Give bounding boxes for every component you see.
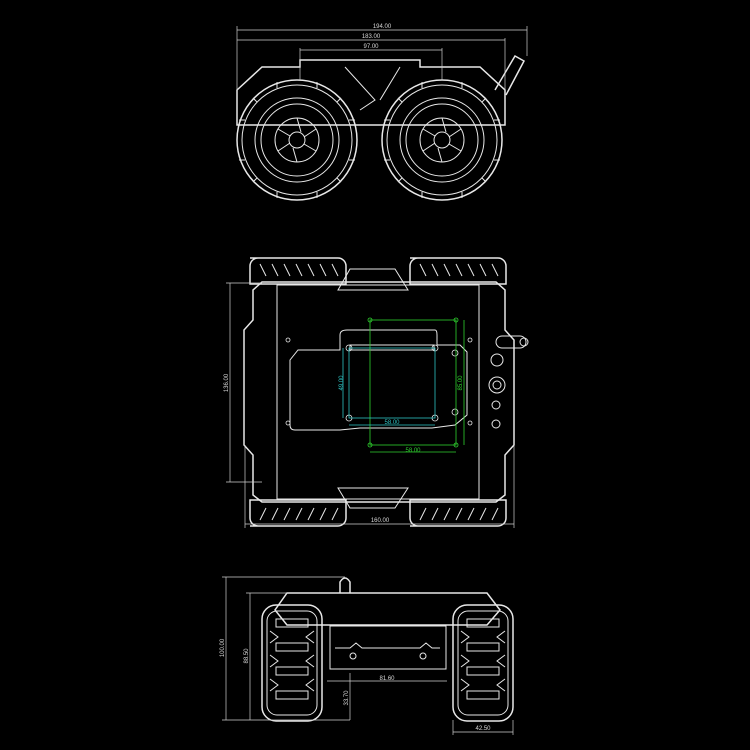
dim-overall-height: 100.00: [220, 638, 226, 657]
top-view: 58.00 85.00 49.00 58.00 136.00 160.00: [224, 257, 529, 528]
dim-board-hole-height: 49.00: [339, 375, 345, 391]
front-body-outline: [236, 59, 506, 126]
antenna: [494, 54, 526, 96]
front-right-wheel: [381, 79, 503, 201]
side-antenna: [339, 577, 351, 593]
dim-body-width: 183.00: [362, 34, 381, 40]
chassis-plate: [243, 281, 515, 503]
tire-front-right: [409, 257, 507, 285]
dim-wheel-spacing: 97.00: [363, 44, 379, 50]
dim-mount-height: 85.00: [458, 375, 464, 391]
tire-front-left: [249, 257, 347, 285]
side-view: 100.00 88.50 33.70 81.60 42.50: [220, 576, 514, 735]
front-left-wheel: [236, 79, 358, 201]
tire-rear-right: [409, 499, 507, 527]
controller-board-outline: [289, 329, 468, 431]
side-ports: [488, 335, 529, 429]
side-right-wheel: [452, 604, 514, 722]
side-left-wheel: [261, 604, 323, 722]
dim-plate-length: 136.00: [224, 373, 230, 392]
dim-overall-width: 194.00: [373, 24, 392, 30]
dim-wheel-width: 42.50: [475, 726, 491, 732]
dim-body-height: 88.50: [244, 648, 250, 664]
dim-ground-clearance: 33.70: [344, 690, 350, 706]
board-hole-rect: [348, 347, 436, 419]
dim-track-inner: 81.60: [379, 676, 395, 682]
front-view: 194.00 183.00 97.00: [236, 24, 528, 201]
dim-overall-width-top: 160.00: [371, 518, 390, 524]
pi-mount-rect: [369, 319, 457, 446]
dim-mount-width: 58.00: [405, 448, 421, 454]
side-body: [274, 592, 501, 626]
dim-board-hole-width: 58.00: [384, 420, 400, 426]
tire-rear-left: [249, 499, 347, 527]
